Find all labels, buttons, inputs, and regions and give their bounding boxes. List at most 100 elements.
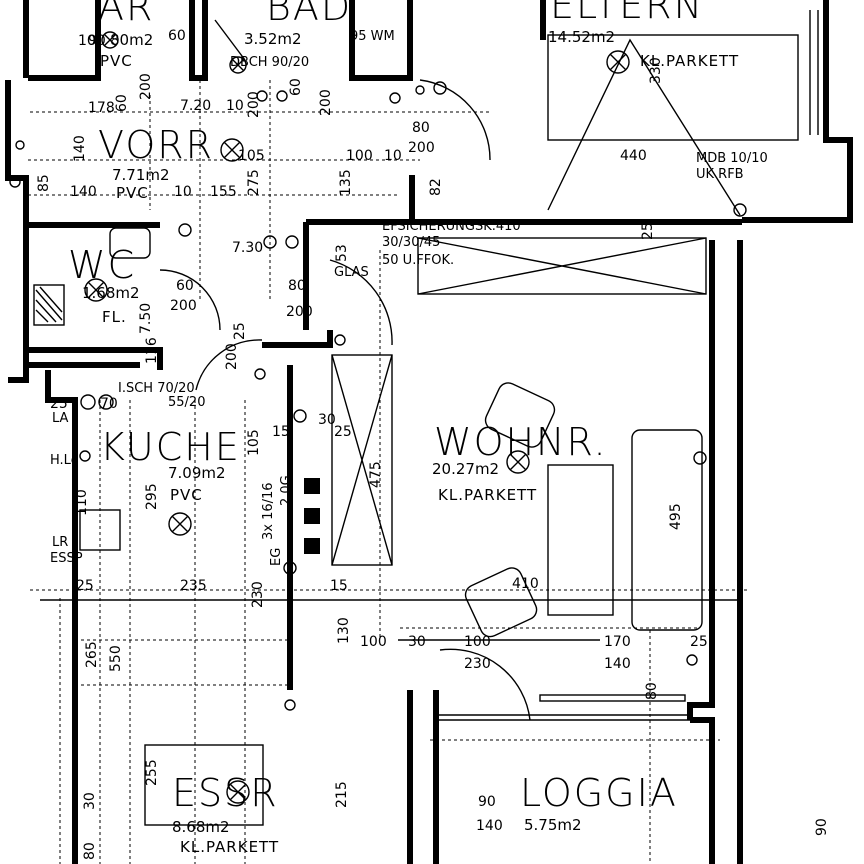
dimension-lines (28, 80, 750, 864)
door-vorr (419, 79, 491, 161)
dim-label: 140 (70, 184, 97, 200)
dim-label: 25 (690, 634, 708, 650)
dim-label: 10 (78, 33, 96, 49)
wall-bad-left (189, 0, 208, 81)
dim-label: 70 (100, 396, 118, 412)
room-name-ar: AR (98, 0, 154, 29)
dim-label: 85 (36, 174, 52, 192)
armchair-top (484, 382, 556, 448)
dim-label: 140 (72, 135, 88, 162)
dim-label: 10 (384, 148, 402, 164)
door-loggia (439, 648, 531, 721)
light-icon-ar (101, 31, 119, 49)
dim-label: 60 (168, 28, 186, 44)
light-icon-vorr (220, 138, 244, 162)
light-icon-bad (229, 56, 247, 74)
note-lr: LR (52, 535, 68, 550)
notes: MDB 10/10 UK RFB EFSICHERUNGSK.410 30/30… (50, 151, 768, 566)
dim-label: 200 (138, 73, 154, 100)
room-area-wc: 1.68m2 (82, 284, 140, 302)
dim-label: 7.20 (180, 98, 211, 114)
room-material-essr: KL.PARKETT (180, 838, 279, 856)
dim-label: 130 (336, 617, 352, 644)
dim-label: 80 (412, 120, 430, 136)
dim-label: 25 (334, 424, 352, 440)
room-material-vorr: PVC (116, 184, 149, 202)
note-2x: 2.0G (279, 475, 294, 506)
room-name-wohnr: WOHNR. (434, 420, 608, 464)
room-area-loggia: 5.75m2 (524, 816, 582, 834)
room-name-bad: BAD (266, 0, 352, 29)
dining-table (144, 744, 264, 826)
dim-label: 410 (512, 576, 539, 592)
dim-label: 25 (232, 322, 248, 340)
dim-label: 105 (246, 429, 262, 456)
wall-wohnr-right (687, 240, 743, 864)
room-material-ar: PVC (100, 52, 133, 70)
room-name-kuche: KUCHE (100, 425, 241, 469)
room-name-eltern: ELTERN (550, 0, 704, 27)
dim-label: 25 (76, 578, 94, 594)
room-area-vorr: 7.71m2 (112, 166, 170, 184)
note-essp: ESSP (50, 551, 83, 566)
room-material-kuche: PVC (170, 486, 203, 504)
dim-label: 178 (88, 100, 115, 116)
dim-label: 475 (368, 461, 384, 488)
wall-kitchen-right (262, 330, 333, 690)
note-glas: GLAS (334, 265, 369, 280)
dim-label: 30 (318, 412, 336, 428)
dim-label: 80 (288, 278, 306, 294)
dim-label: 200 (286, 304, 313, 320)
light-icon-eltern (606, 50, 630, 74)
dim-label: 440 (620, 148, 647, 164)
dim-label: 30 (408, 634, 426, 650)
dim-label: 200 (408, 140, 435, 156)
dim-label: 155 (210, 184, 237, 200)
dim-label: 80 (82, 842, 98, 860)
dim-label: 60 (114, 94, 130, 112)
dim-label: 110 (74, 489, 90, 516)
note-mdb: MDB 10/10 (696, 151, 768, 166)
wall-wc (28, 222, 163, 370)
room-area-bad: 3.52m2 (244, 30, 302, 48)
wall-left-upper (5, 0, 29, 383)
room-material-wohnr: KL.PARKETT (438, 486, 537, 504)
dim-label: 15 (272, 424, 290, 440)
stove (304, 478, 320, 554)
room-area-eltern: 14.52m2 (548, 28, 615, 46)
dim-label: 200 (246, 91, 262, 118)
dim-label: 25 (640, 222, 656, 240)
sockets (9, 81, 747, 711)
dim-label: 100 (360, 634, 387, 650)
dim-label: 330 (648, 57, 664, 84)
dim-label: 255 (144, 759, 160, 786)
dim-label: 90 (88, 33, 106, 49)
dim-label: 80 (644, 682, 660, 700)
room-labels: AR 80m2 PVC BAD 3.52m2 95 WM DBCH 90/20 … (68, 0, 739, 856)
room-material-eltern: KL.PARKETT (640, 52, 739, 70)
room-name-vorr: VORR (98, 123, 214, 167)
wall-corridor (303, 175, 742, 330)
eltern-diagonal (547, 38, 741, 216)
note-spec1: 30/30/45 (382, 235, 440, 250)
note-spec2: 50 U.FFOK. (382, 253, 454, 268)
room-area-kuche: 7.09m2 (168, 464, 226, 482)
wall-right-window (809, 10, 819, 135)
door-kitchen (195, 339, 263, 391)
light-icon-wohnr (506, 450, 530, 474)
dim-label: 105 (238, 148, 265, 164)
loggia-window (539, 694, 686, 702)
coffee-table (547, 464, 614, 616)
light-icon-essr (226, 780, 250, 804)
wc-toilet-box (33, 284, 65, 326)
walls (5, 0, 853, 864)
room-area-essr: 8.68m2 (172, 818, 230, 836)
dim-label: 140 (476, 818, 503, 834)
dim-label: 82 (428, 178, 444, 196)
note-efsicherung: EFSICHERUNGSK.410 (382, 219, 521, 234)
dim-label: 10 (174, 184, 192, 200)
room-area-ar: 80m2 (110, 31, 153, 49)
room-name-loggia: LOGGIA (520, 771, 678, 815)
note-isch2: 55/20 (168, 395, 205, 410)
